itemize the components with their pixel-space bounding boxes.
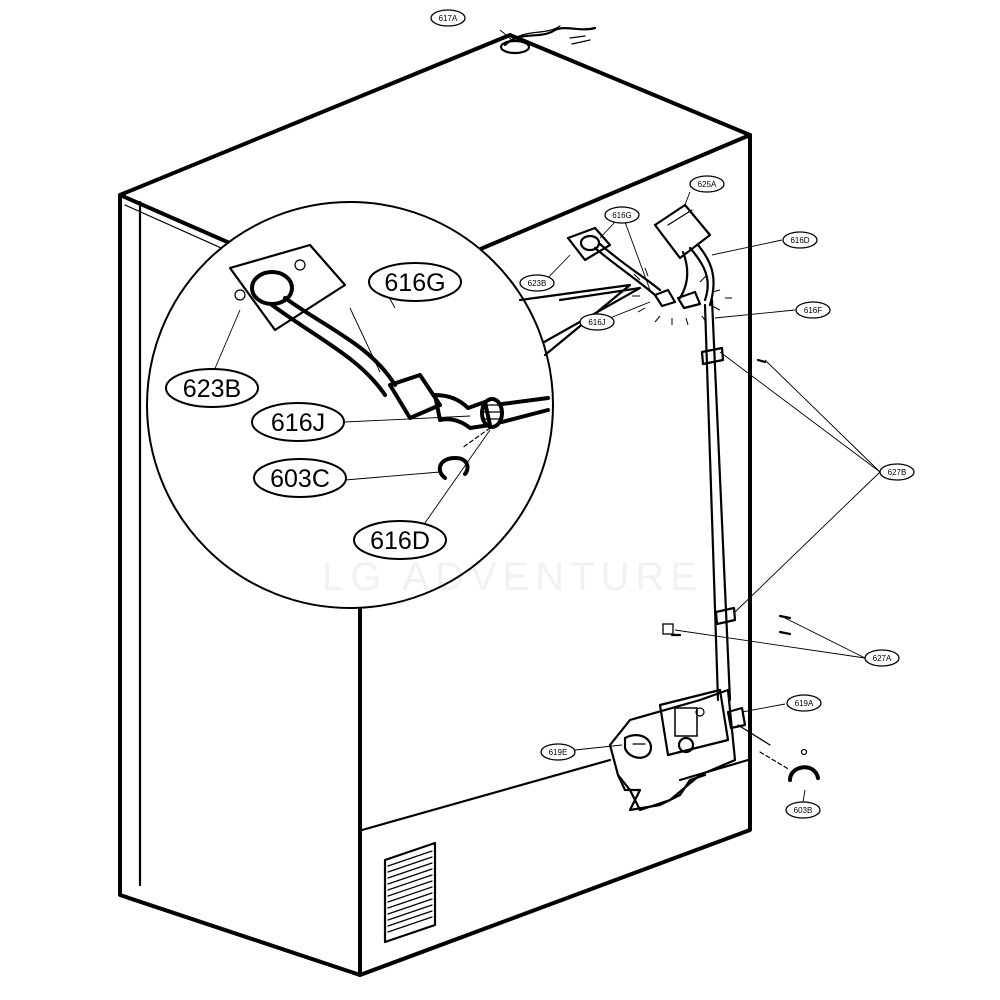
leader-lines (209, 29, 881, 803)
callout-627b-label: 627B (888, 468, 907, 477)
callout-625a-label: 625A (698, 180, 717, 189)
callout-616j-small: 616J (579, 313, 615, 331)
callout-619e: 619E (540, 743, 576, 761)
callout-616g-detail-label: 616G (384, 269, 445, 297)
callout-616j-detail-label: 616J (271, 409, 325, 437)
callout-627b: 627B (879, 463, 915, 481)
callout-616d-detail-label: 616D (370, 527, 430, 555)
detail-magnifier (146, 201, 642, 609)
callouts-small: 617A 625A 616G 616D 623B 616F 616J 627B (430, 9, 915, 819)
callout-616g-small: 616G (604, 206, 640, 224)
callout-616d-detail: 616D (353, 520, 447, 560)
callout-603c-detail: 603C (253, 458, 347, 498)
callout-617a: 617A (430, 9, 466, 27)
callouts-detail: 616G 623B 616J 603C 616D (165, 262, 462, 560)
tubing-assembly (566, 203, 792, 702)
callout-627a: 627A (864, 649, 900, 667)
callout-616g-small-label: 616G (612, 211, 632, 220)
callout-603c-detail-label: 603C (270, 465, 330, 493)
callout-603b: 603B (785, 801, 821, 819)
top-grommet-617a (499, 25, 597, 55)
callout-625a: 625A (689, 175, 725, 193)
callout-616d-small-label: 616D (790, 236, 809, 245)
callout-619a-label: 619A (795, 699, 814, 708)
callout-627a-label: 627A (873, 654, 892, 663)
callout-617a-label: 617A (439, 14, 458, 23)
callout-616f: 616F (795, 301, 831, 319)
watermark-text: LG ADVENTURE (322, 555, 703, 599)
callout-616g-detail: 616G (368, 262, 462, 302)
callout-616j-small-label: 616J (588, 318, 605, 327)
callout-616j-detail: 616J (251, 402, 345, 442)
callout-619e-label: 619E (549, 748, 568, 757)
callout-623b-small: 623B (519, 274, 555, 292)
callout-616d-small: 616D (782, 231, 818, 249)
callout-603b-label: 603B (794, 806, 813, 815)
callout-616f-label: 616F (804, 306, 822, 315)
callout-623b-detail: 623B (165, 368, 259, 408)
callout-619a: 619A (786, 694, 822, 712)
vent-grille (383, 841, 437, 944)
water-valve-assembly (608, 688, 820, 812)
callout-623b-detail-label: 623B (183, 375, 241, 403)
callout-623b-small-label: 623B (528, 279, 547, 288)
